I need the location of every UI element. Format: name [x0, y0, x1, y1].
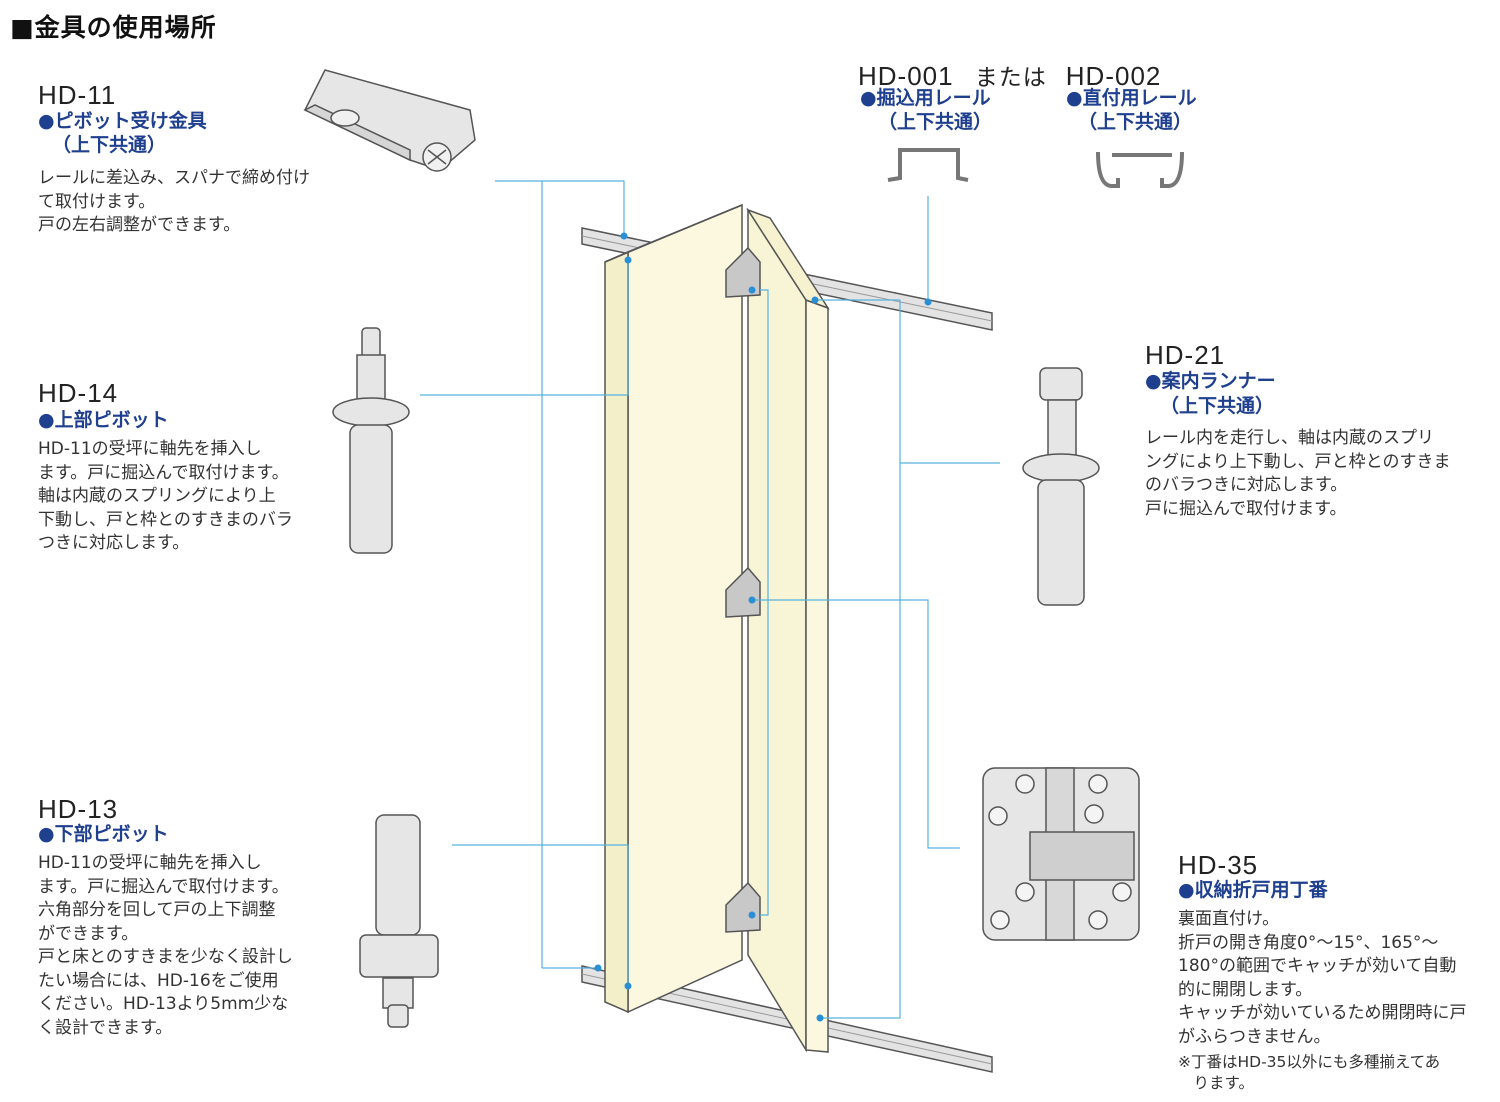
- hd13-code: HD-13: [38, 794, 119, 824]
- rail-name-b: ●直付用レール: [1066, 87, 1197, 109]
- hd35-description: 裏面直付け。 折戸の開き角度0°～15°、165°～ 180°の範囲でキャッチが…: [1178, 909, 1467, 1047]
- hd21-sub: （上下共通）: [1160, 395, 1275, 417]
- hd001-rail-profile-icon: [887, 148, 969, 182]
- hd14-description: HD-11の受坪に軸先を挿入し ます。戸に掘込んで取付けます。 軸は内蔵のスプリ…: [38, 439, 293, 553]
- hd11-name: ●ピボット受け金具: [38, 110, 207, 132]
- hd13-bottom-pivot-icon: [359, 814, 439, 1028]
- rail-code-a: HD-001: [858, 61, 954, 91]
- hd11-description: レールに差込み、スパナで締め付け て取付けます。 戸の左右調整ができます。: [38, 168, 310, 235]
- hd14-code: HD-14: [38, 378, 119, 408]
- hd14-name: ●上部ピボット: [38, 409, 169, 431]
- hd13-description: HD-11の受坪に軸先を挿入し ます。戸に掘込んで取付けます。 六角部分を回して…: [38, 853, 293, 1038]
- hd21-runner-icon: [1022, 367, 1100, 606]
- rail-sub-b: （上下共通）: [1078, 111, 1193, 133]
- rail-name-a: ●掘込用レール: [860, 87, 991, 109]
- folding-door: [604, 203, 830, 1053]
- rail-label-block: HD-001 または HD-002: [858, 58, 1161, 92]
- hd35-note: ※丁番はHD-35以外にも多種揃えてあ ります。: [1178, 1053, 1441, 1092]
- rail-sub-a: （上下共通）: [878, 111, 993, 133]
- rail-joiner: または: [974, 64, 1047, 90]
- hd35-code: HD-35: [1178, 850, 1259, 880]
- anchor-dots: [594, 232, 932, 1022]
- rail-code-b: HD-002: [1065, 61, 1162, 91]
- hd13-name: ●下部ピボット: [38, 823, 169, 845]
- hd35-hinge-icon: [982, 767, 1140, 941]
- hd002-rail-profile-icon: [1096, 151, 1184, 188]
- hd35-name: ●収納折戸用丁番: [1178, 879, 1328, 901]
- hd11-sub: （上下共通）: [52, 134, 167, 156]
- hd21-description: レール内を走行し、軸は内蔵のスプリ ングにより上下動し、戸と枠とのすきま のバラ…: [1145, 428, 1451, 519]
- page-title: ■金具の使用場所: [10, 13, 217, 42]
- hd11-bracket-icon: [303, 69, 476, 172]
- hd14-top-pivot-icon: [332, 327, 410, 554]
- hd21-name: ●案内ランナー: [1145, 370, 1276, 392]
- leader-lines: [420, 180, 1000, 1019]
- hd11-code: HD-11: [38, 80, 117, 110]
- hd21-code: HD-21: [1145, 340, 1226, 370]
